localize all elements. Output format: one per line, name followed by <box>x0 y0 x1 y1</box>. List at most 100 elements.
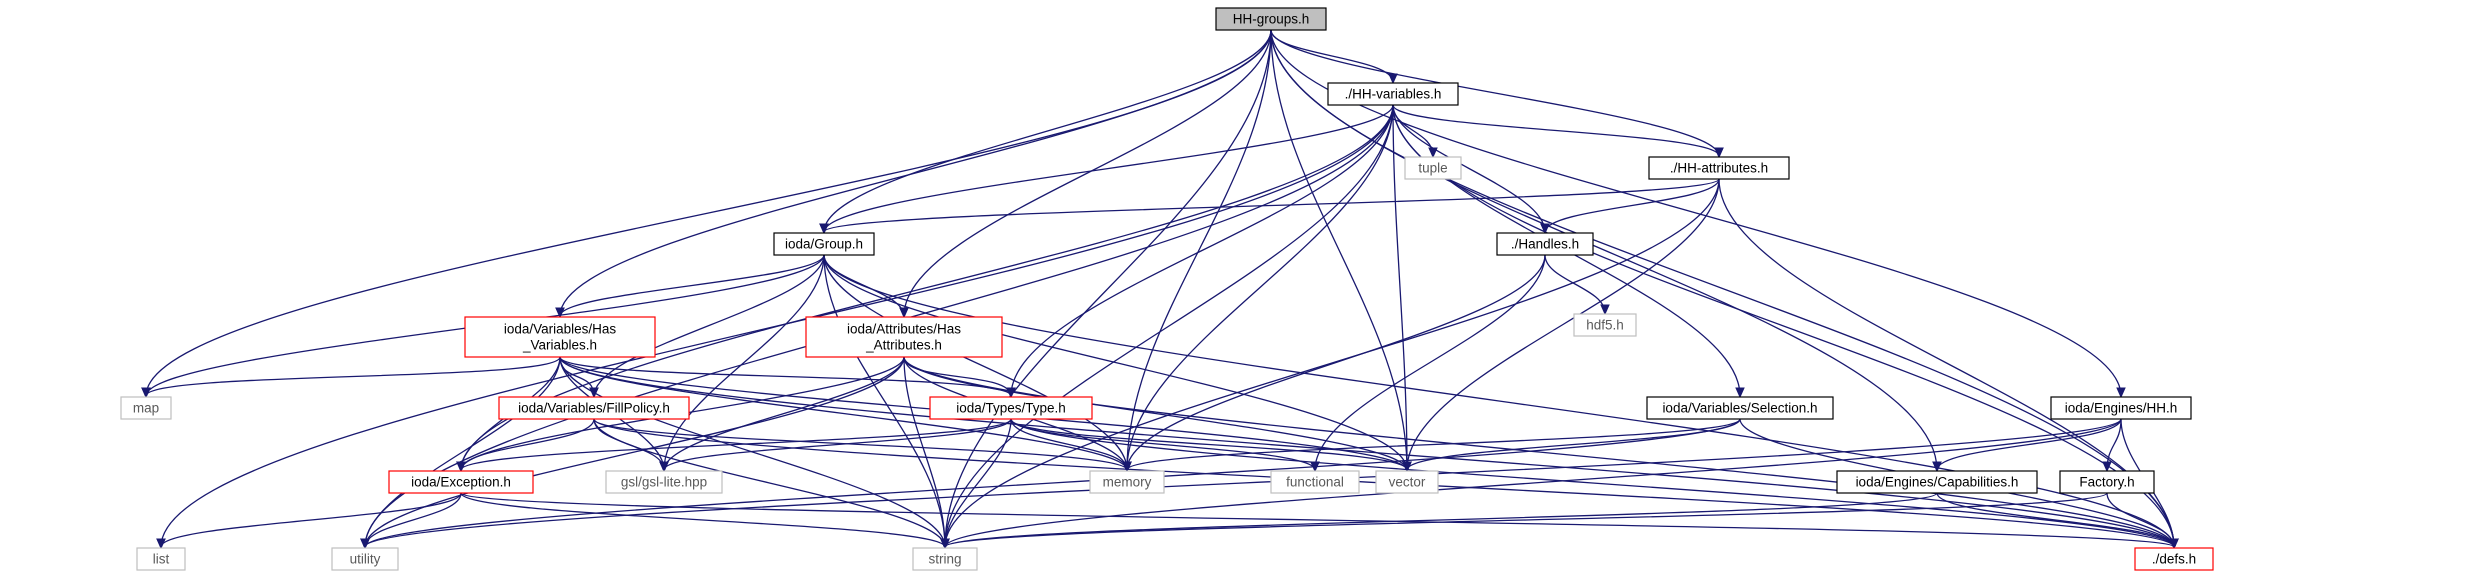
arrowhead-engines_hh-to-factory <box>2102 461 2112 473</box>
edge-hh_attributes-to-handles <box>1544 178 1720 233</box>
node-box <box>1404 156 1462 180</box>
node-label: Factory.h <box>2079 475 2134 490</box>
node-engines-hh[interactable]: ioda/Engines/HH.h <box>2050 396 2192 420</box>
node-box <box>331 547 399 571</box>
edge-hh_groups-to-hh_attributes <box>1270 29 1720 157</box>
node-box <box>1573 313 1637 337</box>
edge-has_attributes-to-defs <box>903 356 2175 548</box>
arrowhead-exception-to-defs <box>2169 538 2179 550</box>
node-label: ./Handles.h <box>1511 237 1579 252</box>
edge-group-to-defs <box>823 254 2175 548</box>
edge-capabilities-to-string <box>944 492 1938 548</box>
edge-types_type-to-exception <box>460 418 1012 471</box>
node-has-attributes[interactable]: ioda/Attributes/Has_Attributes.h <box>805 316 1003 358</box>
node-box <box>929 396 1093 420</box>
edge-types_type-to-defs <box>1010 418 2175 548</box>
edge-hh_attributes-to-group <box>823 178 1720 233</box>
node-label: ioda/Variables/FillPolicy.h <box>518 401 670 416</box>
edge-capabilities-to-defs <box>1936 492 2175 548</box>
edge-hh_groups-to-string <box>944 29 1272 548</box>
edge-hh_groups-to-vector <box>1270 29 1408 471</box>
node-box <box>1327 82 1459 106</box>
arrowhead-hh_groups-to-engines_hh <box>2116 387 2126 399</box>
node-box <box>1270 470 1360 494</box>
edge-has_attributes-to-utility <box>364 356 905 548</box>
edge-hh_variables-to-memory <box>1126 104 1394 471</box>
node-box <box>1836 470 2038 494</box>
edge-hh_attributes-to-string <box>944 178 1720 548</box>
edge-has_attributes-to-gsl <box>663 356 905 471</box>
node-memory: memory <box>1089 470 1165 494</box>
edge-types_type-to-memory <box>1010 418 1128 471</box>
node-box <box>1215 7 1327 31</box>
nodes-layer: HH-groups.h ./HH-variables.h ./HH-attribut… <box>120 7 2214 571</box>
arrowhead-exception-to-utility <box>360 538 370 550</box>
node-exception[interactable]: ioda/Exception.h <box>388 470 534 494</box>
edge-fill_policy-to-memory <box>593 418 1128 471</box>
edge-hh_groups-to-has_attributes <box>903 29 1272 317</box>
node-label: tuple <box>1418 161 1447 176</box>
edge-selection-to-memory <box>1126 418 1741 471</box>
edges-layer <box>141 29 2179 550</box>
edge-handles-to-functional <box>1314 254 1546 471</box>
node-fill-policy[interactable]: ioda/Variables/FillPolicy.h <box>498 396 690 420</box>
edge-fill_policy-to-exception <box>460 418 595 471</box>
edge-has_variables-to-defs <box>559 356 2175 548</box>
node-capabilities[interactable]: ioda/Engines/Capabilities.h <box>1836 470 2038 494</box>
node-label: ioda/Variables/Has <box>504 322 617 337</box>
node-factory[interactable]: Factory.h <box>2059 470 2155 494</box>
node-box <box>605 470 723 494</box>
node-hh-attributes[interactable]: ./HH-attributes.h <box>1648 156 1790 180</box>
arrowhead-selection-to-vector <box>1402 461 1412 473</box>
edge-hh_groups-to-has_variables <box>559 29 1272 317</box>
node-box <box>912 547 978 571</box>
node-box <box>120 396 172 420</box>
node-handles[interactable]: ./Handles.h <box>1496 232 1594 256</box>
node-label: ./HH-variables.h <box>1345 87 1442 102</box>
node-hh-groups[interactable]: HH-groups.h <box>1215 7 1327 31</box>
arrowhead-has_variables-to-map <box>141 387 151 399</box>
edge-exception-to-list <box>160 492 462 548</box>
node-label: memory <box>1103 475 1152 490</box>
node-utility: utility <box>331 547 399 571</box>
node-selection[interactable]: ioda/Variables/Selection.h <box>1646 396 1834 420</box>
edge-engines_hh-to-string <box>944 418 2122 548</box>
edge-hh_groups-to-map <box>145 29 1272 397</box>
node-has-variables[interactable]: ioda/Variables/Has_Variables.h <box>464 316 656 358</box>
node-box <box>498 396 690 420</box>
node-label: list <box>153 552 170 567</box>
node-group[interactable]: ioda/Group.h <box>773 232 875 256</box>
node-label: hdf5.h <box>1586 318 1624 333</box>
node-label: vector <box>1389 475 1426 490</box>
node-tuple: tuple <box>1404 156 1462 180</box>
node-hdf5: hdf5.h <box>1573 313 1637 337</box>
node-label: gsl/gsl-lite.hpp <box>621 475 707 490</box>
edge-hh_variables-to-handles <box>1392 104 1546 233</box>
node-label: HH-groups.h <box>1233 12 1310 27</box>
arrowhead-hh_attributes-to-handles <box>1540 223 1550 235</box>
node-label: functional <box>1286 475 1344 490</box>
node-defs[interactable]: ./defs.h <box>2134 547 2214 571</box>
node-label: ./HH-attributes.h <box>1670 161 1768 176</box>
edge-hh_variables-to-types_type <box>1010 104 1394 397</box>
edge-hh_groups-to-defs <box>1270 29 2175 548</box>
edge-fill_policy-to-string <box>593 418 946 548</box>
node-string: string <box>912 547 978 571</box>
arrowhead-hh_attributes-to-group <box>819 223 829 235</box>
node-vector: vector <box>1375 470 1439 494</box>
node-label: ioda/Engines/Capabilities.h <box>1856 475 2019 490</box>
node-label: ioda/Attributes/Has <box>847 322 961 337</box>
edge-hh_variables-to-list <box>160 104 1394 548</box>
edge-has_variables-to-utility <box>364 356 561 548</box>
node-hh-variables[interactable]: ./HH-variables.h <box>1327 82 1459 106</box>
node-box <box>2134 547 2214 571</box>
node-map: map <box>120 396 172 420</box>
arrowhead-hh_variables-to-selection <box>1735 387 1745 399</box>
node-label: ioda/Engines/HH.h <box>2065 401 2178 416</box>
node-types-type[interactable]: ioda/Types/Type.h <box>929 396 1093 420</box>
edge-hh_groups-to-group <box>823 29 1272 233</box>
edge-hh_variables-to-hh_attributes <box>1392 104 1720 157</box>
edge-types_type-to-vector <box>1010 418 1408 471</box>
arrowhead-handles-to-hdf5 <box>1600 304 1610 316</box>
